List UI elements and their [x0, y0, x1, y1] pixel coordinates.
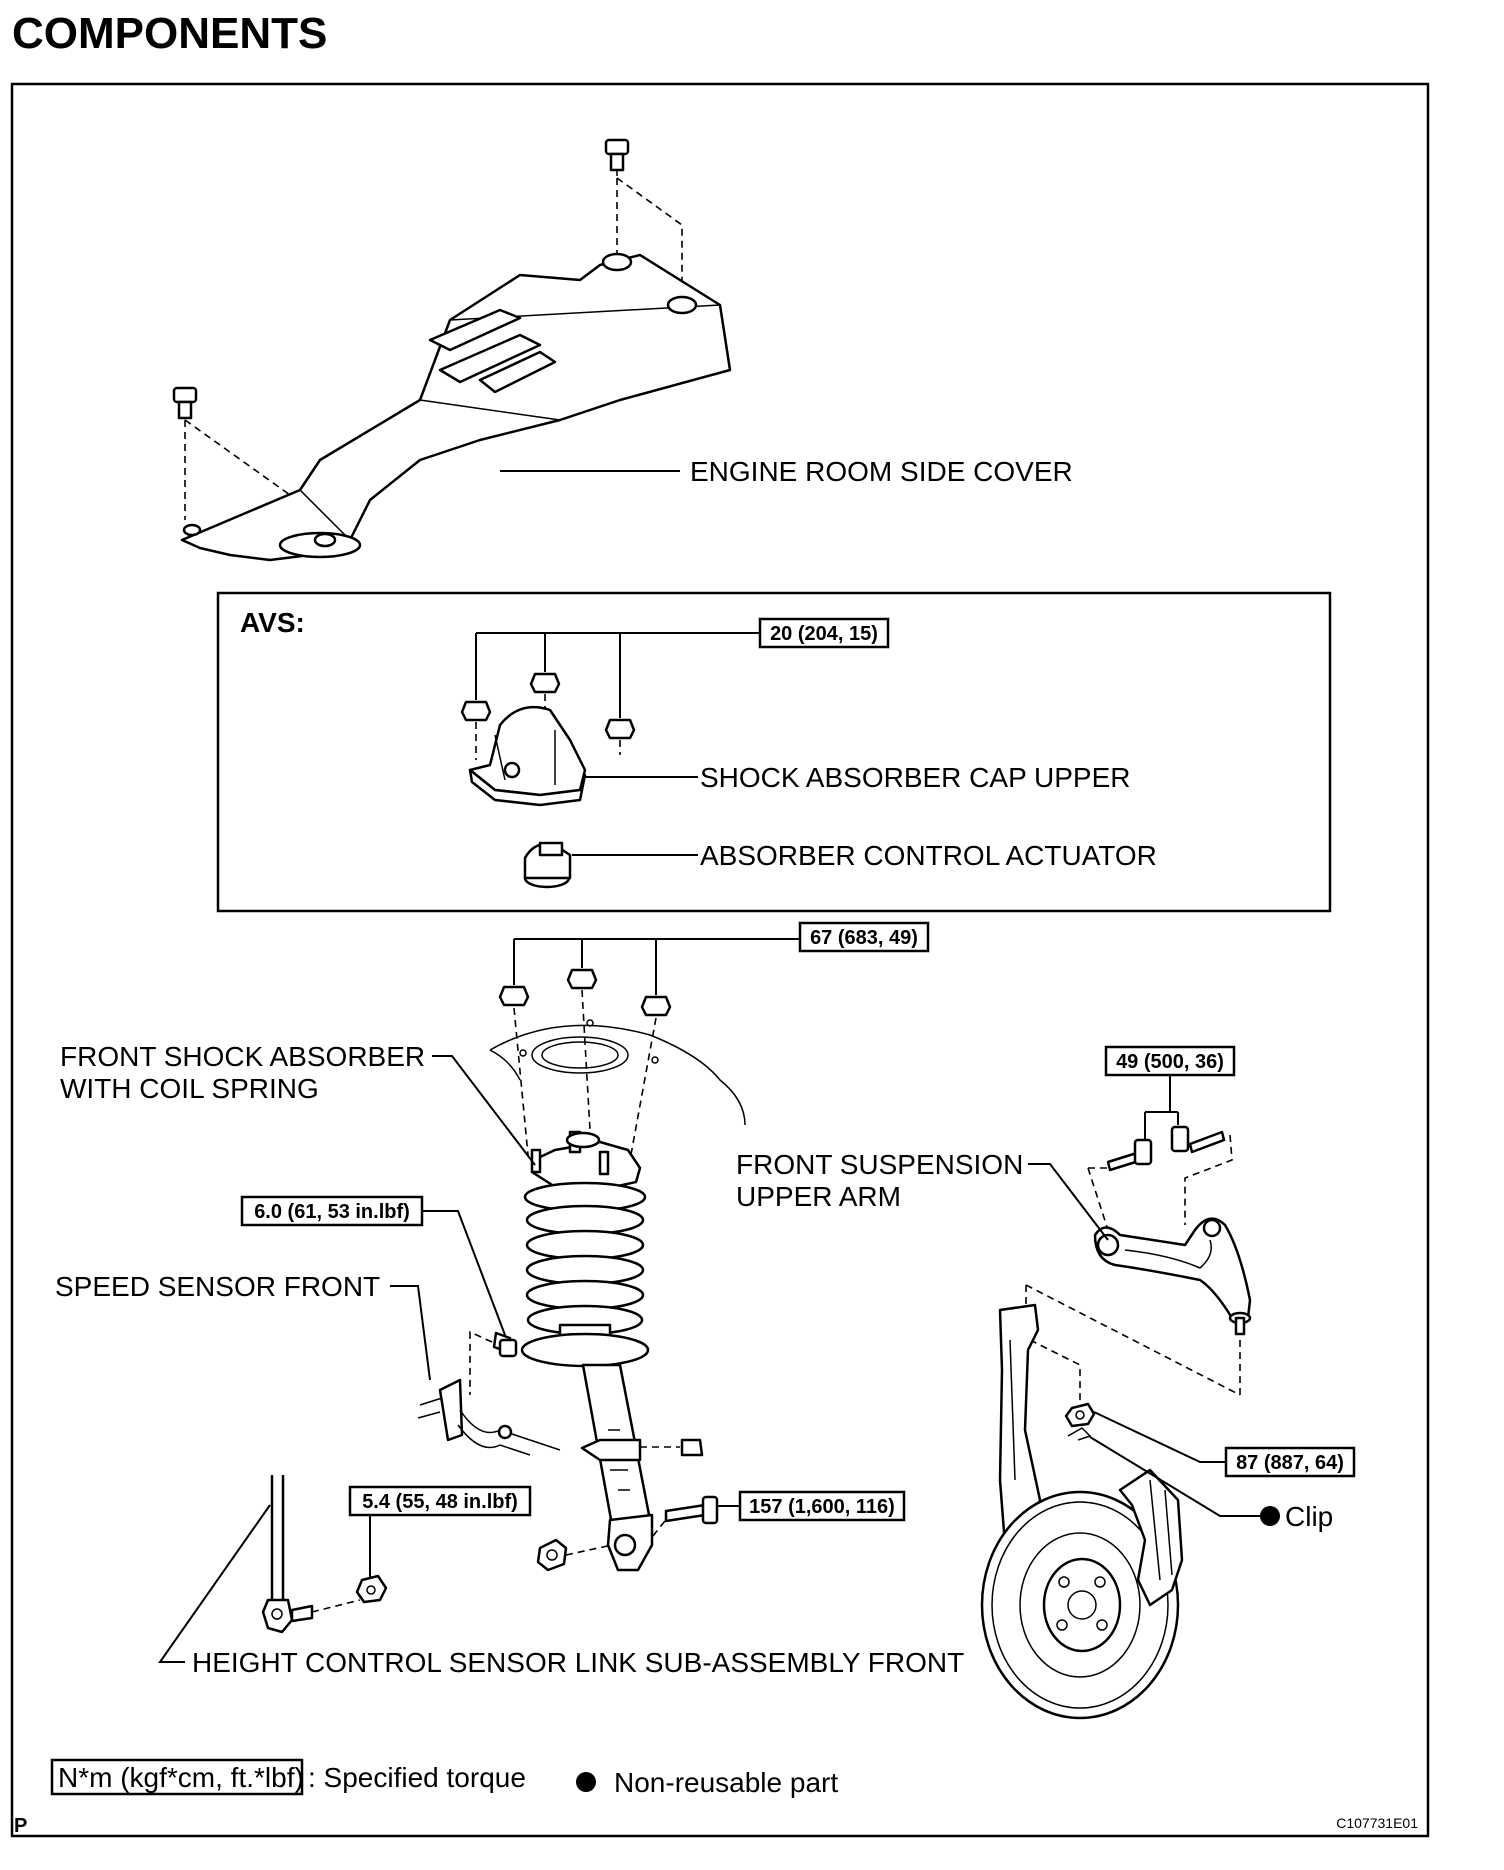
label-absorber-control-actuator: ABSORBER CONTROL ACTUATOR: [700, 840, 1157, 871]
label-front-shock-absorber-line1: FRONT SHOCK ABSORBER: [60, 1041, 425, 1072]
torque-box-speed-sensor: 6.0 (61, 53 in.lbf): [240, 1195, 424, 1227]
torque-cap-nuts: 20 (204, 15): [770, 623, 878, 645]
upper-arm-bolt-bracket: [1144, 1075, 1179, 1140]
torque-box-ball-joint-nut: 87 (887, 64): [1224, 1446, 1356, 1478]
upper-mount-nut-2: [566, 968, 598, 990]
brake-caliper-drawing: [1118, 1468, 1184, 1607]
footer-left-mark: P: [14, 1815, 27, 1837]
legend-non-reusable-dot: [576, 1772, 596, 1792]
legend-non-reusable-text: Non-reusable part: [614, 1767, 838, 1798]
shock-absorber-cap-drawing: [468, 705, 587, 807]
absorber-control-actuator-drawing: [523, 841, 572, 889]
torque-lower-bolt: 157 (1,600, 116): [749, 1496, 895, 1518]
torque-link-nut: 5.4 (55, 48 in.lbf): [362, 1491, 518, 1513]
lower-bolt-drawing: [652, 1495, 719, 1537]
torque-box-upper-arm: 49 (500, 36): [1104, 1045, 1236, 1077]
brake-disc-drawing: [980, 1490, 1180, 1720]
legend-torque-desc: : Specified torque: [308, 1762, 526, 1793]
cap-nut-1: [460, 700, 492, 722]
torque-box-lower-bolt: 157 (1,600, 116): [738, 1490, 906, 1522]
lower-nut-drawing: [536, 1538, 613, 1572]
upper-arm-drawing: [1093, 1217, 1252, 1336]
label-shock-absorber-cap-upper: SHOCK ABSORBER CAP UPPER: [700, 762, 1131, 793]
upper-arm-bolt-2: [1170, 1125, 1226, 1154]
leader-ball-joint-nut: [1093, 1411, 1226, 1463]
leader-upper-arm: [1028, 1163, 1109, 1241]
avs-label: AVS:: [240, 607, 305, 638]
leader-height-control-link: [158, 1504, 271, 1663]
clip-drawing: [1067, 1427, 1092, 1441]
clip-non-reusable-dot: [1260, 1506, 1280, 1526]
torque-upper-arm-bolts: 49 (500, 36): [1116, 1051, 1224, 1073]
steering-knuckle-drawing: [998, 1303, 1042, 1547]
leader-speed-sensor-front: [390, 1285, 431, 1381]
upper-mount-nut-bracket: [513, 938, 800, 995]
cap-nut-3: [604, 718, 636, 740]
leader-clip: [1089, 1436, 1260, 1517]
cap-nut-2: [529, 672, 561, 694]
cap-nut-bracket: [475, 632, 760, 718]
engine-room-side-cover-drawing: [172, 138, 732, 562]
outer-frame: [10, 82, 1430, 1838]
ball-joint-nut-drawing: [1064, 1402, 1096, 1428]
knuckle-guide-lines: [1025, 1284, 1241, 1402]
legend-torque: N*m (kgf*cm, ft.*lbf) : Specified torque: [50, 1758, 526, 1796]
cover-bolt-top: [604, 138, 630, 176]
torque-speed-sensor-bolt: 6.0 (61, 53 in.lbf): [254, 1201, 410, 1223]
upper-mount-nut-1: [498, 985, 530, 1007]
strut-tower-drawing: [489, 1019, 746, 1126]
link-nut-drawing: [355, 1574, 388, 1604]
leader-front-shock-absorber: [432, 1055, 536, 1166]
figure-code: C107731E01: [1336, 1815, 1418, 1831]
torque-box-upper-mount-nuts: 67 (683, 49): [798, 921, 930, 953]
torque-ball-joint-nut: 87 (887, 64): [1236, 1452, 1344, 1474]
speed-sensor-bolt-drawing: [492, 1331, 518, 1358]
label-clip: Clip: [1285, 1501, 1333, 1532]
label-front-shock-absorber-line2: WITH COIL SPRING: [60, 1073, 319, 1104]
leader-speed-sensor-bolt: [422, 1210, 506, 1336]
label-speed-sensor-front: SPEED SENSOR FRONT: [55, 1271, 380, 1302]
label-front-suspension-upper-arm-line1: FRONT SUSPENSION: [736, 1149, 1023, 1180]
torque-upper-mount-nuts: 67 (683, 49): [810, 927, 918, 949]
page-title: COMPONENTS: [12, 9, 327, 58]
cover-bolt-left: [172, 386, 198, 420]
label-front-suspension-upper-arm-line2: UPPER ARM: [736, 1181, 901, 1212]
height-control-link-drawing: [261, 1475, 361, 1634]
upper-mount-nut-3: [640, 995, 672, 1017]
legend-torque-unit: N*m (kgf*cm, ft.*lbf): [58, 1762, 304, 1793]
legend-non-reusable: Non-reusable part: [576, 1767, 838, 1798]
avs-section-box: [216, 591, 1332, 913]
speed-sensor-drawing: [417, 1378, 561, 1456]
strut-bracket-bolt: [640, 1438, 704, 1457]
label-height-control-link: HEIGHT CONTROL SENSOR LINK SUB-ASSEMBLY …: [192, 1647, 964, 1678]
upper-arm-bolt-1: [1106, 1138, 1153, 1172]
torque-box-cap-nuts: 20 (204, 15): [758, 617, 890, 649]
front-shock-absorber-drawing: [520, 1130, 654, 1572]
label-engine-room-side-cover: ENGINE ROOM SIDE COVER: [690, 456, 1073, 487]
torque-box-link-nut: 5.4 (55, 48 in.lbf): [348, 1485, 532, 1517]
